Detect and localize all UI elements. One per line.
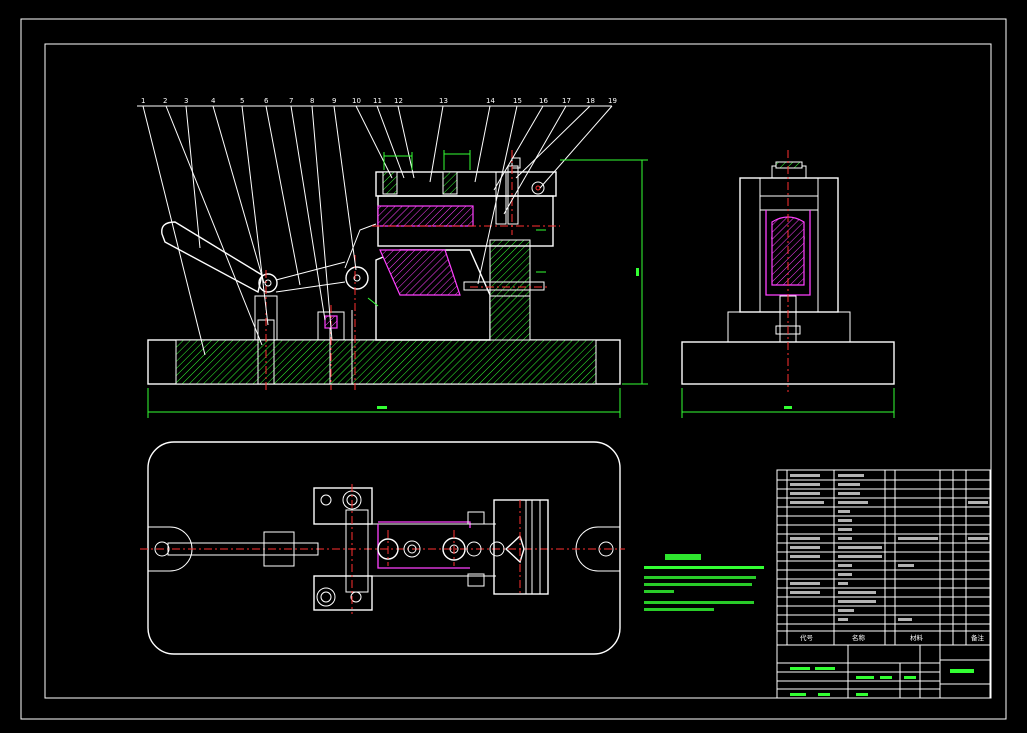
header-remark: 备注 — [971, 633, 985, 642]
header-material: 材料 — [910, 633, 924, 642]
balloon-11: 11 — [373, 97, 382, 105]
balloon-4: 4 — [211, 97, 216, 105]
balloon-2: 2 — [163, 97, 167, 105]
balloon-15: 15 — [513, 97, 522, 105]
balloon-3: 3 — [184, 97, 188, 105]
front-dimensions — [147, 150, 648, 418]
balloon-6: 6 — [264, 97, 269, 105]
balloon-17: 17 — [562, 97, 571, 105]
balloon-13: 13 — [439, 97, 448, 105]
upper-body-section — [377, 205, 474, 227]
side-view — [681, 150, 895, 418]
front-view — [147, 150, 621, 390]
balloon-1: 1 — [141, 97, 145, 105]
parts-list-table: 代号 名称 材料 备注 — [776, 469, 991, 646]
top-view — [140, 441, 625, 655]
top-base-outline — [147, 441, 621, 655]
top-clamp-bar — [375, 171, 557, 197]
top-clamp-lower — [313, 575, 373, 611]
balloon-10: 10 — [352, 97, 361, 105]
balloon-19: 19 — [608, 97, 617, 105]
header-name: 名称 — [852, 633, 866, 642]
balloon-8: 8 — [310, 97, 314, 105]
header-code: 代号 — [800, 633, 814, 642]
top-clamp-upper — [313, 487, 373, 525]
balloon-9: 9 — [332, 97, 336, 105]
handle-lever — [161, 221, 263, 294]
balloon-16: 16 — [539, 97, 548, 105]
balloon-7: 7 — [289, 97, 293, 105]
lever-pivot — [258, 273, 278, 293]
balloon-5: 5 — [240, 97, 244, 105]
inner-border — [44, 43, 992, 699]
base-section — [175, 339, 597, 385]
part-balloons: 1 2 3 4 5 6 7 8 9 10 11 12 13 14 15 16 1… — [137, 97, 617, 356]
title-block — [776, 644, 991, 699]
technical-notes — [644, 554, 764, 611]
outer-border — [20, 18, 1007, 720]
balloon-12: 12 — [394, 97, 403, 105]
balloon-18: 18 — [586, 97, 595, 105]
balloon-14: 14 — [486, 97, 495, 105]
